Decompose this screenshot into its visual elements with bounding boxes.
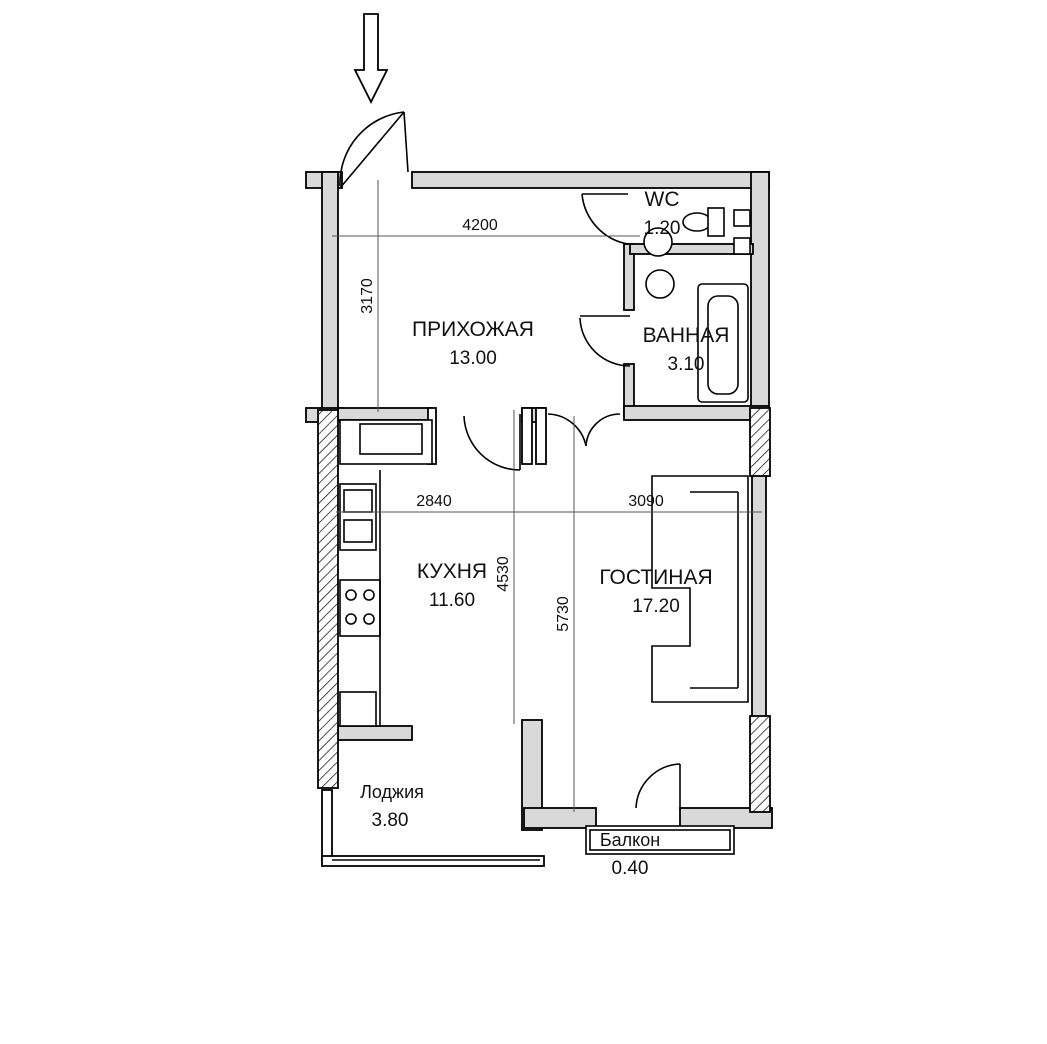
toilet-icon — [682, 212, 712, 232]
arrow-down-icon — [353, 13, 389, 105]
dimension-lines — [332, 180, 762, 812]
room-name-loggia: Лоджия — [360, 782, 424, 802]
washbasin-icon — [643, 227, 673, 257]
room-name-living: ГОСТИНАЯ — [599, 566, 712, 589]
dim-living-depth: 5730 — [555, 596, 572, 632]
dim-kitchen-width: 2840 — [416, 493, 452, 510]
stove-icon — [339, 579, 381, 637]
room-name-balcony: Балкон — [600, 830, 660, 850]
room-area-wc: 1.20 — [644, 218, 681, 239]
room-area-balcony: 0.40 — [612, 858, 649, 879]
room-labels: ПРИХОЖАЯ 13.00 WC 1.20 ВАННАЯ 3.10 КУХНЯ… — [360, 188, 729, 879]
dim-living-width: 3090 — [628, 493, 664, 510]
doors — [339, 111, 681, 810]
room-name-kitchen: КУХНЯ — [417, 560, 487, 583]
room-name-bath: ВАННАЯ — [643, 324, 730, 347]
room-area-living: 17.20 — [632, 596, 680, 617]
room-area-bath: 3.10 — [668, 354, 705, 375]
dim-hall-width: 4200 — [462, 217, 498, 234]
dimension-labels: 4200 3170 2840 3090 4530 5730 — [359, 217, 664, 632]
room-name-wc: WC — [645, 188, 680, 211]
sofa-icon — [651, 475, 749, 703]
room-name-hall: ПРИХОЖАЯ — [412, 318, 534, 341]
room-area-hall: 13.00 — [449, 348, 497, 369]
room-area-loggia: 3.80 — [372, 810, 409, 831]
hatched-walls — [317, 407, 771, 813]
room-area-kitchen: 11.60 — [429, 590, 475, 611]
dim-hall-depth: 3170 — [359, 278, 376, 314]
dim-kitchen-depth: 4530 — [495, 556, 512, 592]
fixtures — [332, 207, 751, 861]
